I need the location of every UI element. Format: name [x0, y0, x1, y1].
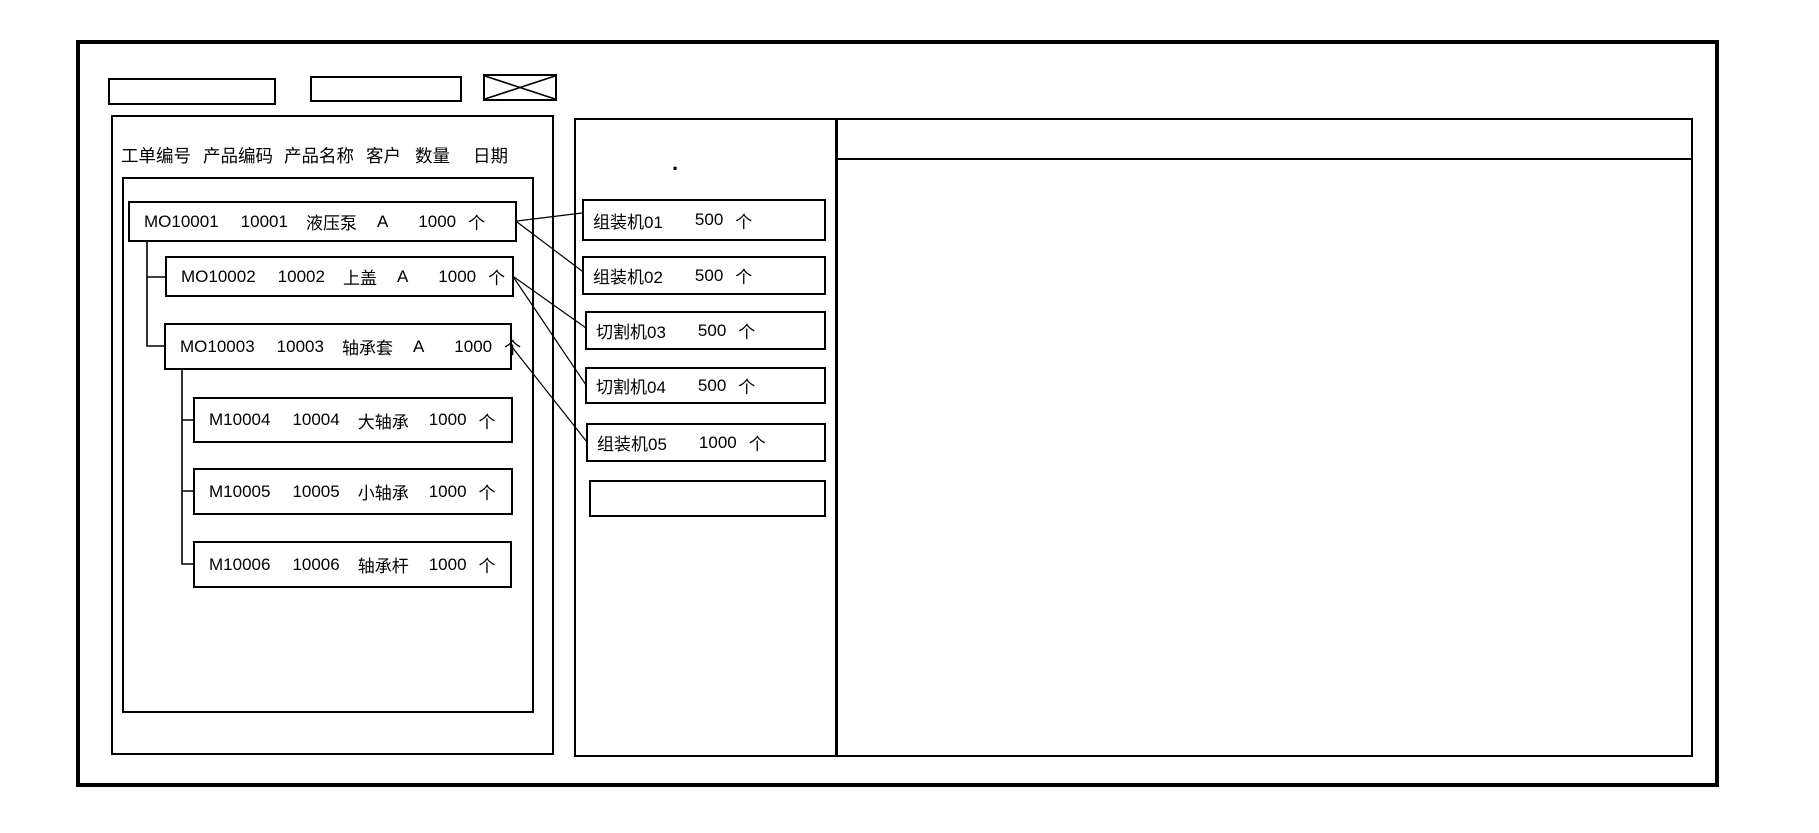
- machine-name: 切割机03: [596, 323, 666, 342]
- unit: 个: [478, 484, 496, 503]
- quantity: 1000: [438, 266, 477, 286]
- order-no: MO10003: [180, 336, 255, 356]
- machine-quantity: 500: [694, 265, 724, 285]
- column-header-product-code: 产品编码: [203, 146, 273, 166]
- unit: 个: [478, 412, 496, 432]
- toolbar-input-1[interactable]: [108, 78, 276, 105]
- machine-box[interactable]: 组装机01 500 个: [582, 199, 826, 241]
- machine-name: 组装机01: [593, 212, 663, 232]
- product-code: 10004: [292, 410, 340, 429]
- machine-name: 切割机04: [596, 378, 666, 397]
- work-order-row[interactable]: M10006 10006 轴承杆 1000 个: [193, 541, 512, 588]
- column-header-date: 日期: [473, 146, 508, 166]
- order-no: M10004: [209, 410, 271, 429]
- detail-panel-header-rule: [838, 120, 1691, 160]
- customer: A: [376, 211, 389, 231]
- close-icon[interactable]: [483, 74, 557, 101]
- column-header-product-name: 产品名称: [284, 146, 354, 166]
- column-header-customer: 客户: [366, 146, 401, 166]
- product-name: 小轴承: [357, 484, 409, 503]
- detail-panel: [836, 118, 1693, 757]
- product-name: 轴承套: [341, 339, 393, 358]
- product-name: 大轴承: [357, 412, 409, 432]
- product-name: 轴承杆: [357, 557, 409, 576]
- work-order-row[interactable]: MO10001 10001 液压泵 A 1000 个: [128, 201, 517, 242]
- order-no: M10005: [209, 481, 271, 501]
- product-name: 液压泵: [305, 214, 357, 233]
- work-order-row[interactable]: MO10002 10002 上盖 A 1000 个: [165, 256, 514, 297]
- unit: 个: [478, 557, 496, 576]
- machine-box[interactable]: 切割机03 500 个: [585, 311, 826, 350]
- product-name: 上盖: [342, 269, 377, 288]
- machine-box-empty[interactable]: [589, 480, 826, 517]
- machine-unit: 个: [735, 268, 753, 287]
- product-code: 10002: [277, 266, 325, 286]
- machine-unit: 个: [738, 323, 756, 342]
- column-header-order-no: 工单编号: [121, 146, 191, 166]
- quantity: 1000: [428, 554, 467, 574]
- unit: 个: [488, 269, 506, 288]
- product-code: 10005: [292, 481, 340, 501]
- machine-quantity: 1000: [698, 432, 737, 452]
- machine-name: 组装机02: [593, 268, 663, 287]
- machine-unit: 个: [748, 435, 766, 454]
- machine-box[interactable]: 组装机05 1000 个: [586, 423, 826, 462]
- order-no: MO10002: [181, 266, 256, 286]
- order-no: M10006: [209, 554, 271, 574]
- order-no: MO10001: [144, 211, 219, 231]
- customer: A: [412, 336, 425, 356]
- column-header-quantity: 数量: [415, 146, 450, 166]
- machine-quantity: 500: [697, 320, 727, 340]
- unit: 个: [504, 339, 522, 358]
- quantity: 1000: [418, 211, 457, 231]
- toolbar-input-2[interactable]: [310, 76, 462, 102]
- customer: A: [396, 266, 409, 286]
- product-code: 10006: [292, 554, 340, 574]
- work-order-row[interactable]: M10005 10005 小轴承 1000 个: [193, 468, 513, 515]
- machine-panel-dot-mark: .: [672, 150, 679, 175]
- machine-unit: 个: [738, 378, 756, 397]
- machine-box[interactable]: 组装机02 500 个: [582, 256, 826, 295]
- work-order-row[interactable]: M10004 10004 大轴承 1000 个: [193, 397, 513, 443]
- machine-unit: 个: [735, 212, 753, 232]
- machine-quantity: 500: [694, 210, 724, 229]
- unit: 个: [468, 214, 486, 233]
- quantity: 1000: [428, 481, 467, 501]
- machine-box[interactable]: 切割机04 500 个: [585, 367, 826, 404]
- product-code: 10003: [276, 336, 324, 356]
- work-order-row[interactable]: MO10003 10003 轴承套 A 1000 个: [164, 323, 521, 370]
- quantity: 1000: [454, 336, 493, 356]
- machine-name: 组装机05: [597, 435, 667, 454]
- product-code: 10001: [240, 211, 288, 231]
- x-cross-glyph: [484, 75, 556, 100]
- quantity: 1000: [428, 410, 467, 429]
- machine-quantity: 500: [697, 375, 727, 395]
